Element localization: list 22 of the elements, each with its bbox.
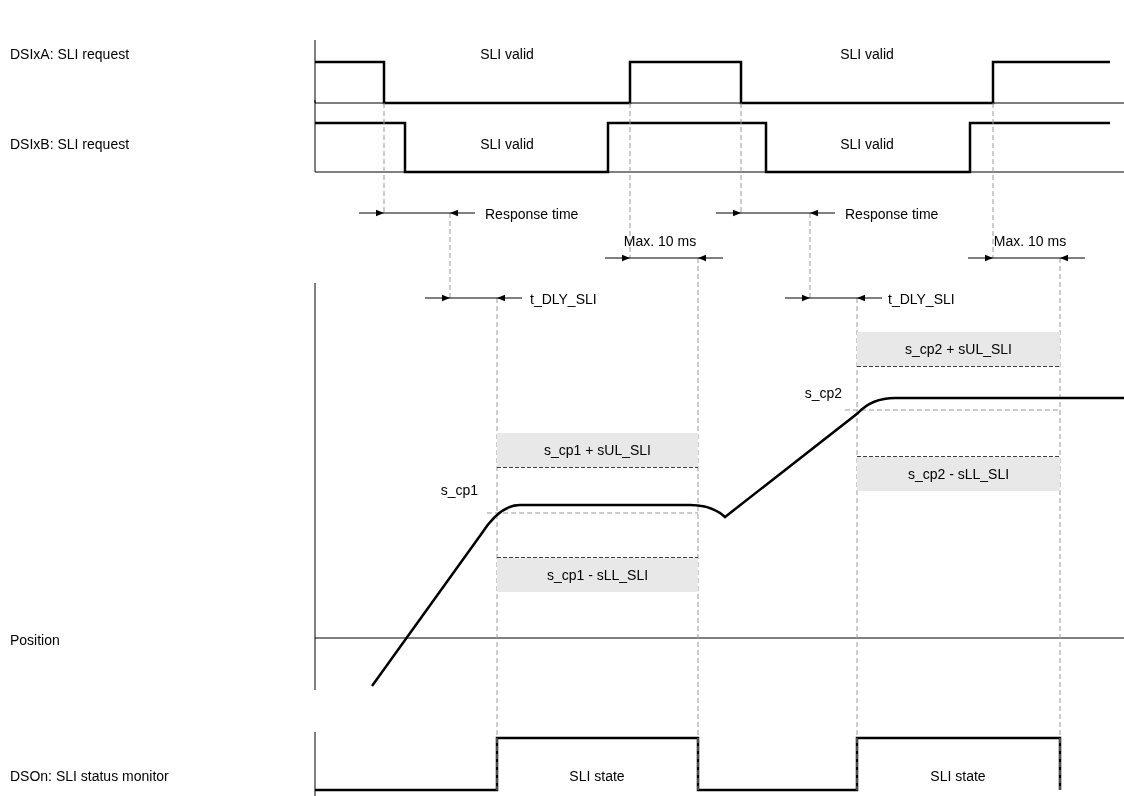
state-label: SLI valid bbox=[480, 46, 534, 62]
time-label: t_DLY_SLI bbox=[530, 291, 597, 307]
threshold-band: s_cp1 + sUL_SLI bbox=[497, 433, 698, 467]
state-label: SLI valid bbox=[480, 136, 534, 152]
signal-name: DSIxB: SLI request bbox=[10, 136, 130, 152]
threshold-band: s_cp2 - sLL_SLI bbox=[857, 457, 1060, 491]
signal-name: DSIxA: SLI request bbox=[10, 46, 130, 62]
threshold-band: s_cp2 + sUL_SLI bbox=[857, 332, 1060, 366]
signal-name: Position bbox=[10, 632, 60, 648]
level-label: s_cp1 bbox=[439, 482, 478, 498]
state-label: SLI valid bbox=[840, 136, 894, 152]
signal-name: DSOn: SLI status monitor bbox=[10, 768, 169, 784]
state-label: SLI valid bbox=[840, 46, 894, 62]
threshold-band: s_cp1 - sLL_SLI bbox=[497, 558, 698, 592]
time-label: t_DLY_SLI bbox=[888, 291, 955, 307]
state-label: SLI state bbox=[930, 768, 986, 784]
level-label: s_cp2 bbox=[803, 385, 842, 401]
time-label: Response time bbox=[845, 206, 939, 222]
time-label: Max. 10 ms bbox=[993, 233, 1067, 249]
time-label: Response time bbox=[485, 206, 579, 222]
time-label: Max. 10 ms bbox=[623, 233, 697, 249]
state-label: SLI state bbox=[569, 768, 625, 784]
